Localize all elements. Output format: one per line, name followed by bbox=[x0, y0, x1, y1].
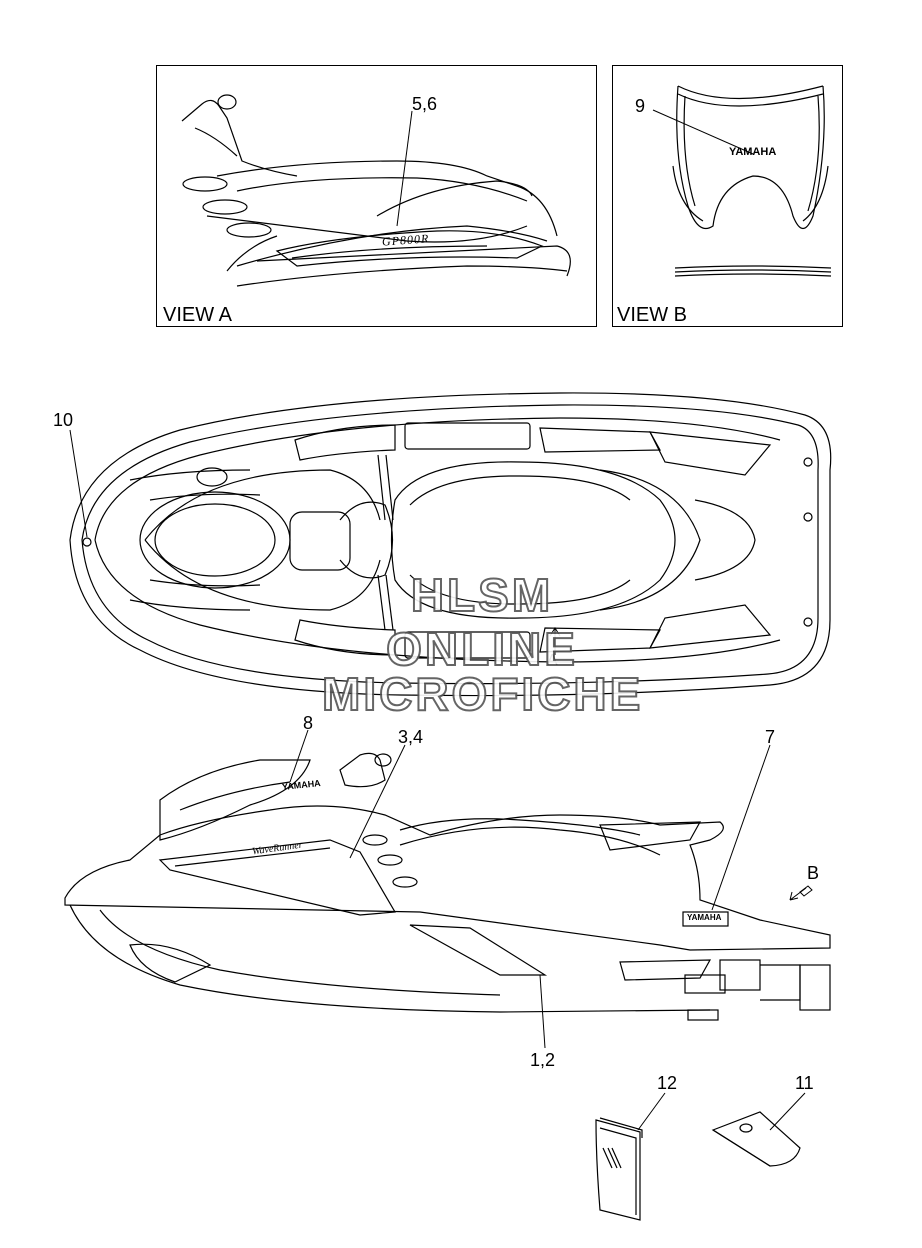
callout-9: 9 bbox=[635, 96, 646, 116]
view-a-drawing bbox=[181, 94, 571, 287]
callout-3-4: 3,4 bbox=[398, 727, 424, 747]
callout-7: 7 bbox=[765, 727, 776, 747]
yamaha-decal-stern: YAMAHA bbox=[687, 913, 722, 922]
callout-10: 10 bbox=[53, 410, 74, 430]
callout-5-6: 5,6 bbox=[412, 94, 438, 114]
callout-11: 11 bbox=[795, 1073, 814, 1093]
view-b-panel: 9 YAMAHA VIEW B bbox=[612, 65, 843, 327]
view-b-drawing bbox=[652, 85, 832, 277]
watermark-line-3: MICROFICHE bbox=[321, 667, 644, 721]
callout-1-2: 1,2 bbox=[530, 1050, 556, 1070]
callout-12: 12 bbox=[657, 1073, 678, 1093]
callout-8: 8 bbox=[303, 713, 314, 733]
yamaha-decal-view-b: YAMAHA bbox=[729, 146, 777, 158]
callout-a: A bbox=[547, 652, 558, 669]
view-a-label: VIEW A bbox=[163, 304, 232, 326]
view-b-label: VIEW B bbox=[617, 304, 688, 326]
callout-b: B bbox=[807, 863, 820, 883]
view-a-panel: 5,6 GP800R VIEW A bbox=[156, 65, 597, 327]
watermark-line-1: HLSM bbox=[410, 568, 554, 622]
watermark-line-2: ONLINE bbox=[385, 622, 578, 676]
